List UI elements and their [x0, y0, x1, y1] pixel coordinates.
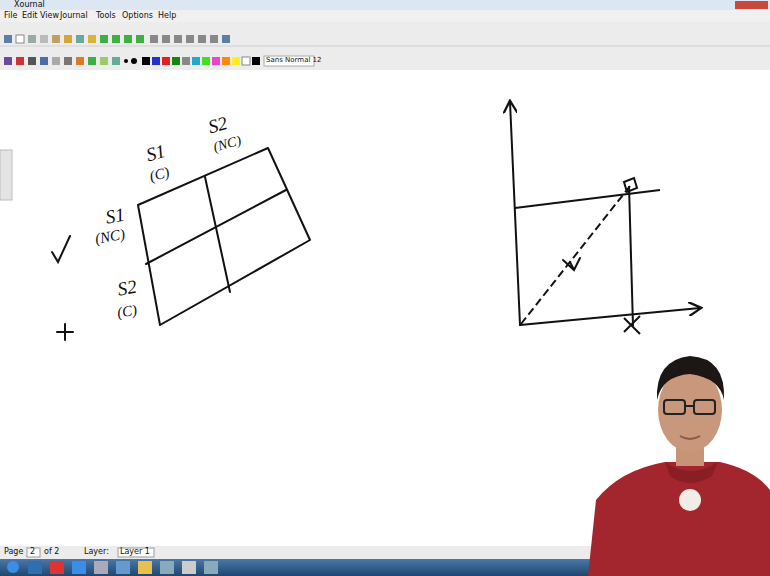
- payoff-matrix: [138, 148, 310, 325]
- menu-item: Help: [158, 12, 176, 20]
- check-mark: [52, 236, 70, 262]
- font-selector: Sans Normal 12: [266, 57, 322, 64]
- layer-select: [118, 548, 154, 557]
- horizontal-line: [515, 190, 660, 208]
- menu-item: File: [4, 12, 17, 20]
- taskbar-icons: [7, 561, 218, 574]
- small-arrow: [563, 258, 580, 270]
- strategy-label: S2: [116, 277, 138, 299]
- window-buttons: [735, 1, 768, 9]
- corner-square: [624, 178, 637, 192]
- page-number: 2: [30, 548, 35, 556]
- presenter: [588, 356, 770, 576]
- menu-item: Tools: [96, 12, 116, 20]
- menu-item: Edit: [22, 12, 38, 20]
- status-text: of 2: [44, 548, 59, 556]
- menu-bar: [0, 10, 770, 22]
- cross-mark: [57, 324, 73, 340]
- status-text: Page: [4, 548, 23, 556]
- toolbar: [0, 22, 770, 70]
- vertical-line: [629, 186, 633, 326]
- menu-item: Journal: [60, 12, 88, 20]
- graph-axes: [510, 102, 700, 325]
- menu-item: Options: [122, 12, 153, 20]
- cross-tick: [624, 316, 640, 334]
- status-text: Layer:: [84, 548, 109, 556]
- toolbar-divider: [0, 46, 770, 47]
- page-spinner: [27, 548, 40, 557]
- title-bar: [0, 0, 770, 10]
- layer-name: Layer 1: [120, 548, 150, 556]
- dashed-diagonal: [521, 186, 630, 324]
- side-tab: [0, 150, 12, 200]
- menu-item: View: [40, 12, 59, 20]
- window-title: Xournal: [14, 1, 45, 9]
- strategy-label: S1: [104, 205, 126, 227]
